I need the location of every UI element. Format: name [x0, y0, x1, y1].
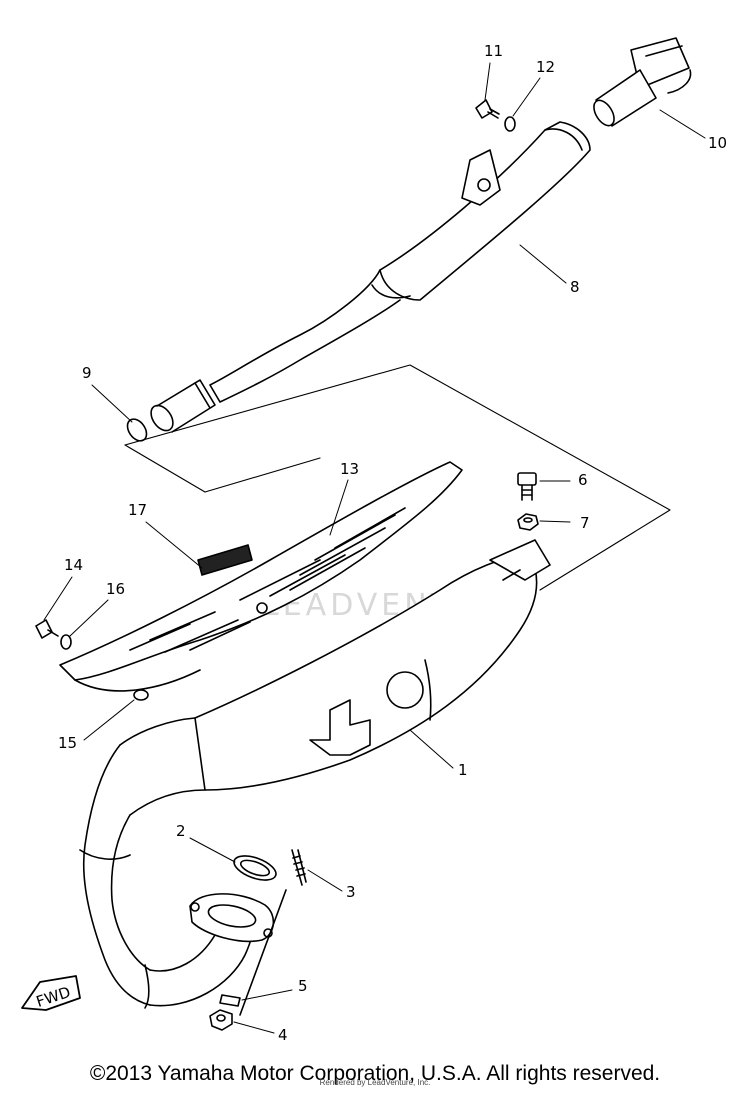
callout-2: 2: [176, 822, 186, 840]
callout-10: 10: [708, 134, 727, 152]
assembly-outline: [124, 364, 671, 591]
washer-part: [504, 116, 516, 132]
leader-lines: [43, 62, 706, 1034]
nut-part-4: [209, 1009, 233, 1031]
bolt-part-6: [517, 472, 537, 501]
callout-12: 12: [536, 58, 555, 76]
heat-protector-part: [59, 461, 463, 692]
callout-labels: 11 12 10 8 9 6 7 13 17 14 16 15 1 2 3 5 …: [58, 42, 727, 1044]
screw-part-14: [35, 619, 59, 639]
rendered-by-notice: Rendered by LeadVenture, Inc.: [319, 1078, 431, 1087]
emblem-part: [197, 544, 253, 576]
callout-6: 6: [578, 471, 588, 489]
callout-16: 16: [106, 580, 125, 598]
callout-7: 7: [580, 514, 590, 532]
callout-11: 11: [484, 42, 503, 60]
callout-13: 13: [340, 460, 359, 478]
callout-5: 5: [298, 977, 308, 995]
washer-part-16: [60, 634, 72, 650]
forward-arrow-icon: FWD: [21, 975, 81, 1011]
callout-1: 1: [458, 761, 468, 779]
bolt-part: [475, 99, 500, 119]
copyright-notice: ©2013 Yamaha Motor Corporation, U.S.A. A…: [89, 1062, 661, 1085]
tail-pipe-part: [593, 37, 692, 127]
flange-part: [189, 893, 275, 943]
callout-3: 3: [346, 883, 356, 901]
stud-part: [239, 849, 307, 1016]
callout-4: 4: [278, 1026, 288, 1044]
ring-part: [126, 418, 148, 442]
callout-14: 14: [64, 556, 83, 574]
gasket-part: [233, 855, 277, 881]
washer-part-5: [219, 994, 241, 1007]
callout-8: 8: [570, 278, 580, 296]
callout-17: 17: [128, 501, 147, 519]
exhaust-parts-diagram: LEADVENTURE: [21, 37, 727, 1044]
nut-part-7: [517, 513, 539, 531]
callout-15: 15: [58, 734, 77, 752]
silencer-part: [150, 121, 591, 433]
expansion-chamber-part: [79, 539, 551, 1009]
callout-9: 9: [82, 364, 92, 382]
grommet-part-15: [133, 689, 149, 701]
